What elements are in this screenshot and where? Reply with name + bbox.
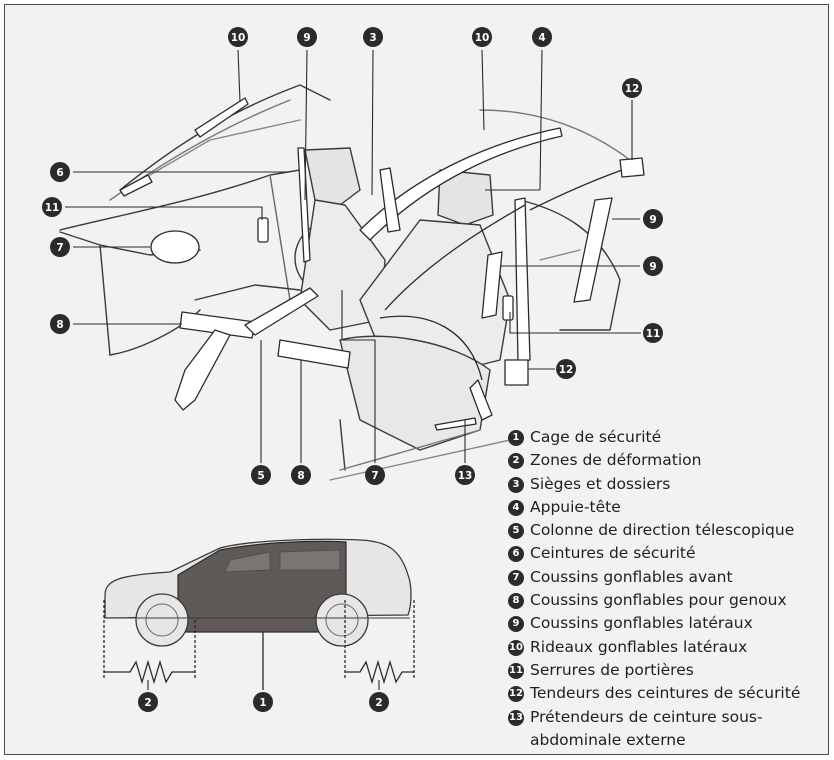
svg-text:9: 9 [303, 32, 310, 44]
callout-9-right-upper: 9 [643, 209, 663, 229]
svg-text:4: 4 [538, 32, 545, 44]
legend-number: 2 [508, 453, 524, 470]
legend-item: 11 Serrures de portières [508, 659, 828, 682]
svg-text:8: 8 [56, 319, 63, 331]
svg-text:10: 10 [475, 32, 490, 44]
legend-label: Tendeurs des ceintures de sécurité [530, 684, 801, 703]
legend-item: 13 Prétendeurs de ceinture sous-abdominal… [508, 706, 828, 753]
svg-text:11: 11 [45, 202, 60, 214]
legend-item: 12 Tendeurs des ceintures de sécurité [508, 682, 828, 705]
crumple-zones [103, 600, 415, 690]
callout-9-right-middle: 9 [643, 256, 663, 276]
callout-5: 5 [251, 465, 271, 485]
callout-12-bottom: 12 [556, 359, 576, 379]
leader-lines [65, 49, 641, 690]
svg-text:2: 2 [144, 697, 151, 709]
legend-label: Sièges et dossiers [530, 474, 671, 493]
svg-text:2: 2 [375, 697, 382, 709]
interior-illustration [59, 84, 631, 481]
callout-6: 6 [50, 162, 70, 182]
svg-text:6: 6 [56, 167, 63, 179]
legend-item: 6 Ceintures de sécurité [508, 542, 828, 565]
legend-item: 10 Rideaux gonflables latéraux [508, 636, 828, 659]
car-illustration [104, 538, 412, 647]
svg-text:10: 10 [231, 32, 246, 44]
legend-item: 8 Coussins gonflables pour genoux [508, 589, 828, 612]
callout-1: 1 [253, 692, 273, 712]
callout-8-left: 8 [50, 314, 70, 334]
svg-text:12: 12 [559, 364, 574, 376]
legend-item: 3 Sièges et dossiers [508, 473, 828, 496]
legend-item: 2 Zones de déformation [508, 449, 828, 472]
callout-13: 13 [455, 465, 475, 485]
callout-10-top-left: 10 [228, 27, 248, 47]
legend-number: 10 [508, 639, 524, 656]
svg-text:7: 7 [56, 242, 63, 254]
legend-label: Prétendeurs de ceinture sous-abdominale … [530, 707, 763, 749]
legend-label: Coussins gonflables pour genoux [530, 591, 787, 610]
legend-item: 7 Coussins gonflables avant [508, 566, 828, 589]
legend-item: 1 Cage de sécurité [508, 426, 828, 449]
callout-2-right: 2 [369, 692, 389, 712]
callout-2-left: 2 [138, 692, 158, 712]
legend-number: 4 [508, 499, 524, 516]
callout-7-left: 7 [50, 237, 70, 257]
callout-12-top: 12 [622, 78, 642, 98]
svg-text:5: 5 [257, 470, 264, 482]
callout-8-bottom: 8 [291, 465, 311, 485]
svg-text:3: 3 [369, 32, 376, 44]
legend-number: 6 [508, 546, 524, 563]
svg-text:12: 12 [625, 83, 640, 95]
callout-11-left: 11 [42, 197, 62, 217]
callout-9-top: 9 [297, 27, 317, 47]
legend-item: 9 Coussins gonflables latéraux [508, 612, 828, 635]
callout-11-right: 11 [643, 323, 663, 343]
svg-text:1: 1 [259, 697, 266, 709]
svg-text:9: 9 [649, 261, 656, 273]
legend-label: Coussins gonflables latéraux [530, 614, 753, 633]
callout-10-top-right: 10 [472, 27, 492, 47]
legend-number: 3 [508, 476, 524, 493]
callout-3: 3 [363, 27, 383, 47]
legend-number: 13 [508, 709, 524, 726]
legend-number: 5 [508, 523, 524, 540]
callouts: 10 9 3 10 4 12 6 11 7 9 9 8 11 12 5 8 7 … [42, 27, 663, 712]
legend-number: 8 [508, 593, 524, 610]
legend-label: Cage de sécurité [530, 428, 662, 446]
legend-number: 1 [508, 430, 524, 446]
legend-number: 11 [508, 662, 524, 679]
legend-number: 9 [508, 616, 524, 633]
svg-text:9: 9 [649, 214, 656, 226]
legend-label: Ceintures de sécurité [530, 544, 696, 563]
svg-text:11: 11 [646, 328, 661, 340]
svg-text:13: 13 [458, 470, 473, 482]
legend-label: Appuie-tête [530, 497, 621, 516]
legend-item: 5 Colonne de direction télescopique [508, 519, 828, 542]
legend-label: Serrures de portières [530, 660, 694, 679]
legend-number: 12 [508, 686, 524, 703]
svg-text:8: 8 [297, 470, 304, 482]
legend-label: Zones de déformation [530, 451, 702, 470]
legend-number: 7 [508, 569, 524, 586]
legend-label: Colonne de direction télescopique [530, 521, 795, 540]
svg-text:7: 7 [371, 470, 378, 482]
callout-4: 4 [532, 27, 552, 47]
callout-7-bottom: 7 [365, 465, 385, 485]
legend-item: 4 Appuie-tête [508, 496, 828, 519]
legend-label: Rideaux gonflables latéraux [530, 637, 748, 656]
legend-label: Coussins gonflables avant [530, 567, 733, 586]
